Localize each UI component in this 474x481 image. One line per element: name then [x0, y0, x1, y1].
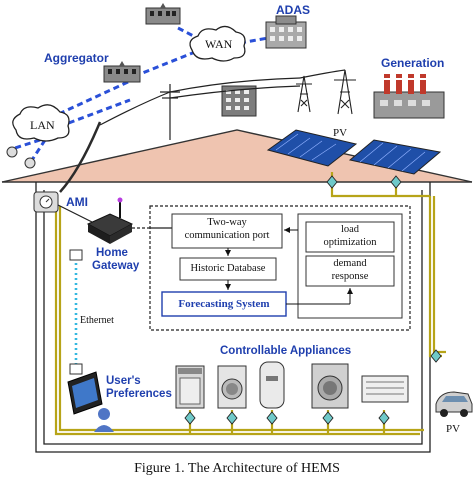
control-arrows [225, 227, 353, 305]
home-gateway-icon [86, 197, 134, 244]
users-preferences-label-line1: User's [106, 375, 141, 387]
pv-car-label: PV [446, 423, 461, 435]
appliance-dryer-icon [311, 363, 349, 409]
appliance-water-heater-icon [259, 361, 285, 409]
historic-database-text: Historic Database [190, 263, 266, 274]
wan-cloud [189, 25, 246, 62]
electric-car-icon [435, 391, 473, 417]
power-lines [99, 69, 346, 140]
smart-plug-connectors [184, 175, 442, 425]
lan-label: LAN [30, 118, 55, 132]
aggregator-building-icon [103, 61, 141, 83]
wan-label: WAN [205, 37, 233, 51]
aggregator-label: Aggregator [44, 51, 109, 65]
controllable-appliances-label: Controllable Appliances [220, 345, 352, 357]
pv-roof-label: PV [333, 127, 348, 139]
adas-building-icon [265, 15, 307, 49]
lan-meter-icons [6, 146, 36, 169]
generation-label: Generation [381, 56, 445, 70]
appliance-dishwasher-icon [175, 365, 205, 409]
demand-response-text-line1: demand [333, 258, 367, 269]
adas-label: ADAS [276, 3, 311, 17]
ethernet-label: Ethernet [80, 315, 114, 326]
ethernet-connectors [69, 249, 83, 375]
service-drop-wire [59, 121, 102, 193]
comm-port-text-line2: communication port [184, 230, 270, 241]
comm-port-text-line1: Two-way [207, 217, 247, 228]
hems-control-box [149, 205, 411, 331]
appliance-washer-icon [217, 365, 247, 409]
users-preferences-label-line2: Preferences [106, 388, 172, 400]
load-optimization-text-line2: optimization [323, 237, 377, 248]
generation-plant-icon [373, 74, 445, 119]
lan-cloud [12, 104, 70, 142]
figure-caption: Figure 1. The Architecture of HEMS [134, 461, 340, 476]
demand-response-text-line2: response [331, 271, 369, 282]
load-optimization-text-line1: load [340, 224, 360, 235]
ami-label: AMI [66, 195, 88, 209]
forecasting-system-text: Forecasting System [178, 298, 270, 310]
ami-meter-icon [33, 191, 59, 213]
top-building-icon [145, 3, 181, 25]
user-computer-icon [67, 371, 114, 432]
pv-panel-icons [266, 129, 442, 175]
office-building-icon [221, 85, 257, 117]
home-gateway-label-line2: Gateway [92, 260, 140, 272]
gateway-links [57, 204, 172, 229]
transmission-tower-icon [296, 69, 356, 115]
home-gateway-label-line1: Home [96, 247, 128, 259]
appliance-air-conditioner-icon [361, 375, 409, 403]
